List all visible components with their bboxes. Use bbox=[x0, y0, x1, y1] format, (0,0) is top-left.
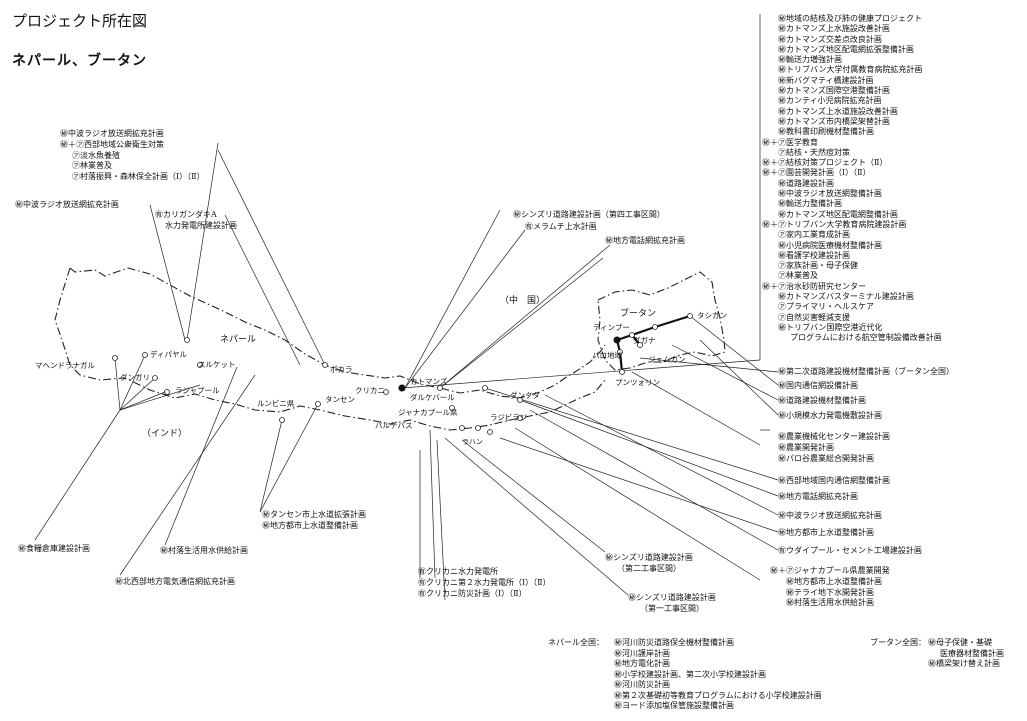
note-bhutan-b: ㊙道路建設機材整備計画 bbox=[778, 396, 866, 405]
place-label: ジャナカプール県 bbox=[398, 408, 458, 417]
place-label: タシガン bbox=[697, 310, 727, 320]
note-bhutan-agri: ㊙農業機械化センター建設計画㊙農業開発計画㊙パロ谷農業総合開発計画 bbox=[778, 432, 890, 463]
leader-lines bbox=[34, 14, 779, 601]
place-label: ジェムガン bbox=[648, 354, 686, 364]
place-label: ポカラ bbox=[330, 365, 353, 374]
note-east2: ㊙地方電話網拡充計画 bbox=[778, 492, 858, 501]
kathmandu-capital-dot bbox=[398, 384, 406, 392]
place-label: バルデバス bbox=[375, 420, 413, 430]
place-label: ラジビラジ bbox=[490, 413, 528, 422]
place-label: カトマンズ bbox=[410, 376, 448, 386]
place-label: ラハン bbox=[462, 438, 483, 446]
place-label: パロ地域 bbox=[592, 350, 622, 360]
nepal-border bbox=[54, 267, 606, 431]
place-label: クリカニ bbox=[355, 386, 385, 395]
note-telecom: ㊙地方電話網拡充計画 bbox=[605, 236, 685, 245]
place-label: ダルケバール bbox=[410, 392, 455, 402]
place-label: マヘンドラナガル bbox=[35, 360, 95, 370]
footer-nepal-label: ネパール全国： bbox=[548, 638, 604, 647]
note-bhutan-c: ㊙小規模水力発電機敷設計画 bbox=[778, 411, 882, 420]
region-nepal: ネパール bbox=[220, 334, 256, 345]
note-east5: ㊒ウダイプール・セメント工場建設計画 bbox=[778, 546, 922, 555]
place-label: ディパヤル bbox=[150, 349, 187, 359]
place-label: プンツォリン bbox=[615, 378, 660, 387]
region-bhutan: ブータン bbox=[620, 307, 656, 319]
place-label: タンセン bbox=[325, 395, 355, 404]
page-title: プロジェクト所在図 bbox=[12, 12, 148, 30]
note-kathmandu: ㊙地域の結核及び肺の健康プロジェクト㊙カトマンズ上水施設改善計画㊙カトマンズ交差… bbox=[762, 14, 942, 343]
page-subtitle: ネパール、ブータン bbox=[12, 53, 147, 69]
note-bhutan-a: ㊙国内通信網設備計画 bbox=[778, 381, 858, 390]
footer-nepal: ネパール全国： ㊙河川防災道路保全機材整備計画㊙河川護岸計画㊙地方電化計画㊙小学… bbox=[548, 638, 822, 710]
note-farwest: ㊙中波ラジオ放送網拡充計画㊙＋㋐西部地域公衆衛生対策㋐淡水魚養殖㋐林業普及㋐村落… bbox=[60, 129, 205, 182]
footer-bhutan: ブータン全国： ㊙母子保健・基礎医療器材整備計画㊙橋梁架け替え計画 bbox=[870, 638, 1004, 668]
note-janakpur: ㊙＋㋐ジャナカプール県農業開発㊙地方都市上水道整備計画㊙テライ地下水開発計画㊙村… bbox=[770, 566, 890, 608]
place-label: ダンクタ bbox=[510, 390, 540, 400]
note-east4: ㊙地方都市上水道整備計画 bbox=[778, 528, 874, 537]
region-india: （インド） bbox=[142, 428, 187, 439]
note-east3: ㊙中波ラジオ放送網拡充計画 bbox=[778, 511, 882, 520]
note-village-water: ㊙村落生活用水供給計画 bbox=[160, 546, 248, 555]
city-markers bbox=[112, 313, 693, 435]
note-kulekhani: ㊒クリカニ水力発電所㊒クリカニ第２水力発電所（Ⅰ）（Ⅱ）㊒クリカニ防災計画（Ⅰ）… bbox=[418, 567, 551, 598]
note-food: ㊙食糧倉庫建設計画 bbox=[18, 544, 90, 553]
place-label: ラジャプール bbox=[175, 386, 220, 395]
place-label: スルケット bbox=[198, 360, 236, 369]
thimphu-capital-dot bbox=[613, 336, 621, 344]
note-bhutan-road: ㊙第二次道路建設機材整備計画（ブータン全国） bbox=[778, 367, 954, 376]
note-sindhuli2: ㊙シンズリ道路建設計画（第二工事区間） bbox=[605, 553, 693, 573]
note-tansen: ㊙タンセン市上水道拡張計画㊙地方都市上水道整備計画 bbox=[262, 510, 366, 530]
footer-bhutan-label: ブータン全国： bbox=[870, 638, 926, 647]
note-sindhuli1: ㊙シンズリ道路建設計画（第一工事区間） bbox=[628, 593, 716, 613]
place-labels: マヘンドラナガル ディパヤル ダンガリ スルケット ラジャプール ルンビニ県 タ… bbox=[35, 310, 727, 446]
note-sindhuli4: ㊙シンズリ道路建設計画（第四工事区間） bbox=[513, 210, 665, 219]
region-china: （中 国） bbox=[500, 294, 545, 306]
bhutan-border bbox=[597, 271, 726, 371]
note-mw-radio: ㊙中波ラジオ放送網拡充計画 bbox=[15, 200, 119, 209]
place-label: ルンビニ県 bbox=[257, 399, 295, 408]
place-label: ダンガリ bbox=[120, 372, 150, 382]
note-melamchi: ㊒メラムチ上水計画 bbox=[525, 222, 597, 231]
place-label: ダガナ bbox=[633, 335, 656, 345]
note-northwest: ㊙北西部地方電気通信網拡充計画 bbox=[115, 577, 235, 586]
note-east1: ㊙西部地域国内通信網整備計画 bbox=[778, 476, 890, 485]
place-label: ティンプー bbox=[593, 323, 630, 332]
